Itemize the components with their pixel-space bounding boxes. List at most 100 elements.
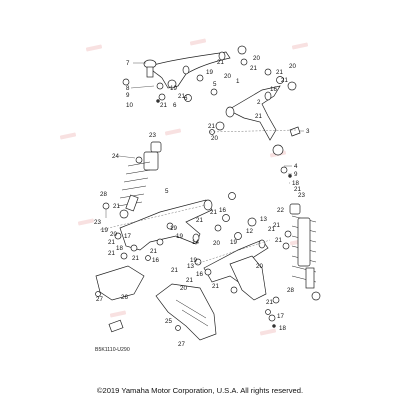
- boot: [272, 144, 284, 156]
- callout-label: 18: [116, 245, 123, 252]
- callout-label: 21: [276, 69, 283, 76]
- callout-label: 25: [165, 318, 172, 325]
- callout-label: 21: [108, 239, 115, 246]
- adjuster-ring: [284, 230, 292, 238]
- shock-rod: [125, 194, 139, 212]
- callout-label: 27: [96, 296, 103, 303]
- callout-label: 4: [294, 163, 298, 170]
- callout-label: 14: [192, 239, 199, 246]
- callout-label: 21: [178, 93, 185, 100]
- guard-assembly: [95, 78, 280, 341]
- callout-label: 21: [281, 77, 288, 84]
- callout-label: 21: [132, 255, 139, 262]
- callout-label: 21: [250, 65, 257, 72]
- callout-label: 12: [246, 228, 253, 235]
- cotter-pin: [272, 324, 276, 328]
- adjuster-ring: [282, 242, 290, 250]
- callout-label: 5: [213, 81, 217, 88]
- left-shock-absorber: [117, 141, 162, 219]
- callout-label: 1: [236, 78, 240, 85]
- shock-bottom-mount: [119, 209, 129, 219]
- callout-label: 18: [292, 180, 299, 187]
- washer: [276, 76, 284, 84]
- bushing: [182, 65, 190, 75]
- callout-label: 21: [217, 59, 224, 66]
- watermark: [77, 218, 95, 226]
- callout-label: 6: [184, 95, 188, 102]
- shock-body: [297, 217, 311, 267]
- callout-label: 20: [213, 240, 220, 247]
- callout-label: 20: [253, 55, 260, 62]
- leader-line: [118, 155, 136, 159]
- callout-label: 16: [270, 86, 277, 93]
- callout-label: 21: [275, 237, 282, 244]
- lower-arm-left-assembly: [99, 192, 236, 261]
- collar: [228, 192, 236, 200]
- bolt-head: [287, 81, 297, 91]
- nut: [280, 166, 288, 174]
- callout-label: 23: [298, 192, 305, 199]
- callout-label: 21: [186, 277, 193, 284]
- lower-arm-right-assembly: [209, 85, 301, 178]
- bushing: [225, 106, 235, 118]
- bracket-plate: [108, 319, 124, 333]
- nut: [114, 232, 122, 240]
- callout-group: 7 20 21 21 19 20 5 1 20 21 21 16 8 19 9 …: [94, 55, 310, 348]
- bushing: [203, 199, 213, 211]
- callout-label: 20: [256, 263, 263, 270]
- lower-arm-right: [227, 85, 281, 141]
- collar: [234, 232, 242, 240]
- bushing: [258, 239, 266, 249]
- callout-label: 21: [255, 113, 262, 120]
- bushing: [192, 233, 200, 243]
- right-shock-absorber: [282, 203, 321, 301]
- callout-label: 17: [277, 313, 284, 320]
- bolt: [175, 325, 181, 331]
- callout-label: 16: [219, 207, 226, 214]
- callout-label: 20: [224, 73, 231, 80]
- callout-label: 20: [289, 63, 296, 70]
- washer: [204, 268, 212, 276]
- callout-label: 23: [149, 132, 156, 139]
- watermark: [259, 328, 277, 336]
- shock-spring: [117, 161, 151, 207]
- callout-label: 19: [190, 257, 197, 264]
- collar: [240, 58, 248, 66]
- arm-guard-right: [155, 283, 217, 341]
- callout-label: 20: [180, 285, 187, 292]
- callout-label: 21: [208, 123, 215, 130]
- callout-label: 24: [112, 153, 119, 160]
- callout-label: 6: [173, 102, 177, 109]
- nut: [230, 286, 238, 294]
- callout-label: 21: [266, 299, 273, 306]
- shock-top-mount: [150, 141, 162, 153]
- callout-label: 17: [124, 233, 131, 240]
- shock-rod: [305, 267, 315, 289]
- callout-label: 19: [230, 239, 237, 246]
- shock-bottom-mount: [311, 291, 321, 301]
- nut: [158, 93, 166, 101]
- callout-label: 16: [196, 271, 203, 278]
- callout-label: 19: [170, 85, 177, 92]
- callout-label: 28: [100, 191, 107, 198]
- callout-label: 21: [171, 267, 178, 274]
- callout-label: 10: [126, 102, 133, 109]
- guard-rib: [175, 299, 209, 327]
- shock-top-mount: [289, 203, 301, 215]
- drawing-code: B5K1110-U290: [95, 347, 130, 353]
- callout-label: 21: [150, 248, 157, 255]
- bushing: [166, 222, 174, 230]
- collar: [184, 94, 192, 102]
- callout-label: 18: [279, 325, 286, 332]
- callout-label: 16: [152, 257, 159, 264]
- washer: [272, 296, 280, 304]
- callout-label: 13: [187, 263, 194, 270]
- ball-joint: [289, 126, 301, 137]
- callout-label: 7: [126, 60, 130, 67]
- arm-guard-rear: [229, 255, 267, 301]
- callout-label: 21: [160, 102, 167, 109]
- callout-label: 9: [126, 92, 130, 99]
- callout-label: 5: [165, 188, 169, 195]
- screw: [122, 78, 130, 86]
